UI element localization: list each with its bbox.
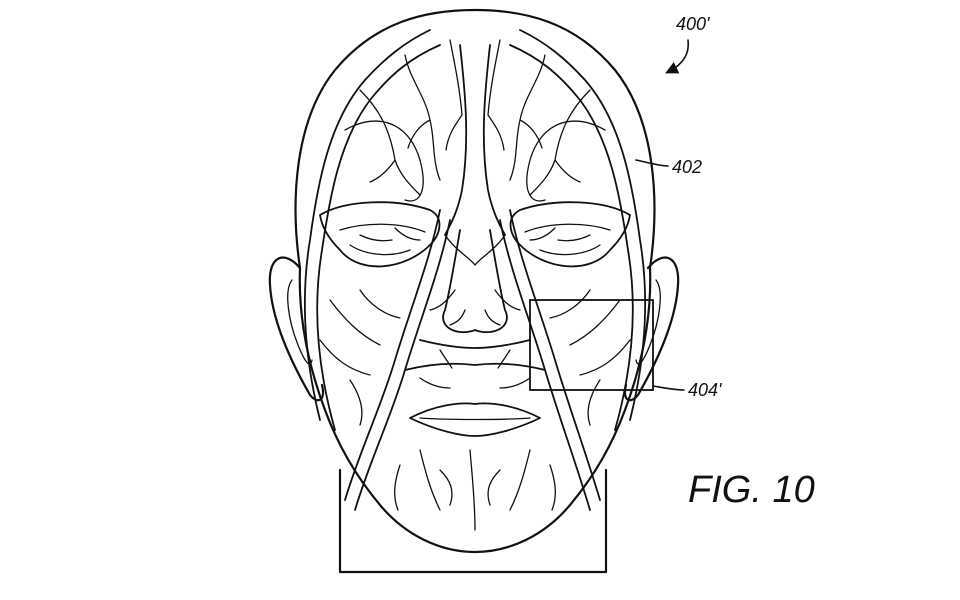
upper-lip-branches <box>419 349 531 389</box>
region-box <box>529 299 654 391</box>
vessel-mid-loop <box>444 234 506 266</box>
figure-caption: FIG. 10 <box>688 469 815 511</box>
vessel-cheek-right <box>549 289 631 426</box>
mouth-outline <box>409 402 541 437</box>
left-eye-inner <box>339 223 426 256</box>
head-outline <box>294 8 656 554</box>
left-eye-region <box>319 201 441 268</box>
curved-arrow-icon <box>665 39 690 74</box>
vessel-forehead-left <box>359 39 463 196</box>
mouth-line <box>419 417 531 421</box>
vessel-left-temporal <box>303 29 431 421</box>
right-eye-inner <box>524 223 611 256</box>
vessel-facial-left <box>344 209 451 511</box>
vessel-right-temporal <box>519 29 647 421</box>
lead-line-402 <box>635 159 669 167</box>
vessel-label: 402 <box>672 157 702 177</box>
region-label: 404' <box>688 380 722 400</box>
vessel-forehead-center <box>444 44 506 236</box>
vessel-upper-loop-left <box>344 120 424 202</box>
left-ear <box>268 256 325 402</box>
vessel-left-temporal-2 <box>316 44 441 431</box>
vessel-right-temporal-2 <box>509 44 634 431</box>
nose-outline <box>442 229 508 334</box>
nose-branches <box>429 289 521 326</box>
vessel-chin <box>394 449 556 531</box>
right-eye-region <box>509 201 631 268</box>
lead-line-404 <box>652 385 685 391</box>
reference-numeral-label: 400' <box>676 14 710 34</box>
vessel-upper-loop-right <box>526 120 606 202</box>
vessel-cheek-left <box>319 289 401 426</box>
upper-lip-area <box>404 339 546 371</box>
neck-outline <box>338 468 608 574</box>
vessel-forehead-right <box>487 39 591 196</box>
head-illustration <box>268 8 680 574</box>
